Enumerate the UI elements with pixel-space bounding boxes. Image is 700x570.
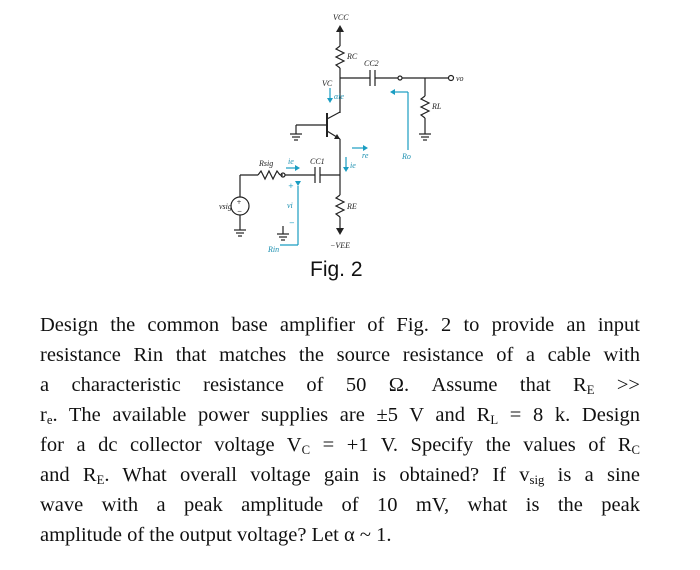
problem-statement: Design the common base amplifier of Fig.… xyxy=(40,310,640,550)
cc2-label: CC2 xyxy=(364,59,379,68)
problem-line-7: wave with a peak amplitude of 10 mV, wha… xyxy=(40,494,640,516)
vo-label: vo xyxy=(456,74,464,83)
source-minus: − xyxy=(237,208,242,215)
alpha-ie-label: αie xyxy=(334,92,344,101)
problem-line-2: resistance Rin that matches the source r… xyxy=(40,344,640,366)
rin-label: Rin xyxy=(267,245,279,254)
vc-label: VC xyxy=(322,79,333,88)
vsig-label: vsig xyxy=(219,202,232,211)
problem-line-5: for a dc collector voltage VC = +1 V. Sp… xyxy=(40,434,640,458)
problem-line-3: a characteristic resistance of 50 Ω. Ass… xyxy=(40,374,640,398)
rl-resistor xyxy=(419,95,431,119)
vee-arrow xyxy=(336,228,344,235)
vi-label: vi xyxy=(287,201,293,210)
source-plus: + xyxy=(237,199,242,206)
rc-label: RC xyxy=(346,52,358,61)
vcc-arrow xyxy=(336,25,344,32)
re-small-label: re xyxy=(362,151,369,160)
circuit-figure: + − VCC RC CC2 vo RL VC αie re Ro Rsig i… xyxy=(219,13,464,254)
output-node xyxy=(397,75,403,81)
figure-caption: Fig. 2 xyxy=(310,258,363,281)
rsig-resistor xyxy=(257,169,281,181)
problem-line-4: re. The available power supplies are ±5 … xyxy=(40,404,641,428)
re-resistor xyxy=(334,194,346,218)
vee-label: −VEE xyxy=(330,241,350,250)
rsig-label: Rsig xyxy=(258,159,273,168)
ie-label-left: ie xyxy=(288,157,294,166)
ro-label: Ro xyxy=(401,152,411,161)
vo-terminal xyxy=(447,74,455,82)
vi-minus: − xyxy=(289,219,295,227)
cc1-label: CC1 xyxy=(310,157,325,166)
rc-resistor xyxy=(334,45,346,69)
problem-line-8: amplitude of the output voltage? Let α ~… xyxy=(40,524,392,546)
vi-plus: + xyxy=(288,182,294,190)
ie-label-right: ie xyxy=(350,161,356,170)
bjt-emitter-arrow xyxy=(334,134,340,139)
vcc-label: VCC xyxy=(333,13,349,22)
rl-label: RL xyxy=(431,102,442,111)
problem-line-6: and RE. What overall voltage gain is obt… xyxy=(40,464,640,488)
re-label: RE xyxy=(346,202,357,211)
bjt-collector-lead xyxy=(326,111,341,120)
problem-line-1: Design the common base amplifier of Fig.… xyxy=(40,314,640,336)
